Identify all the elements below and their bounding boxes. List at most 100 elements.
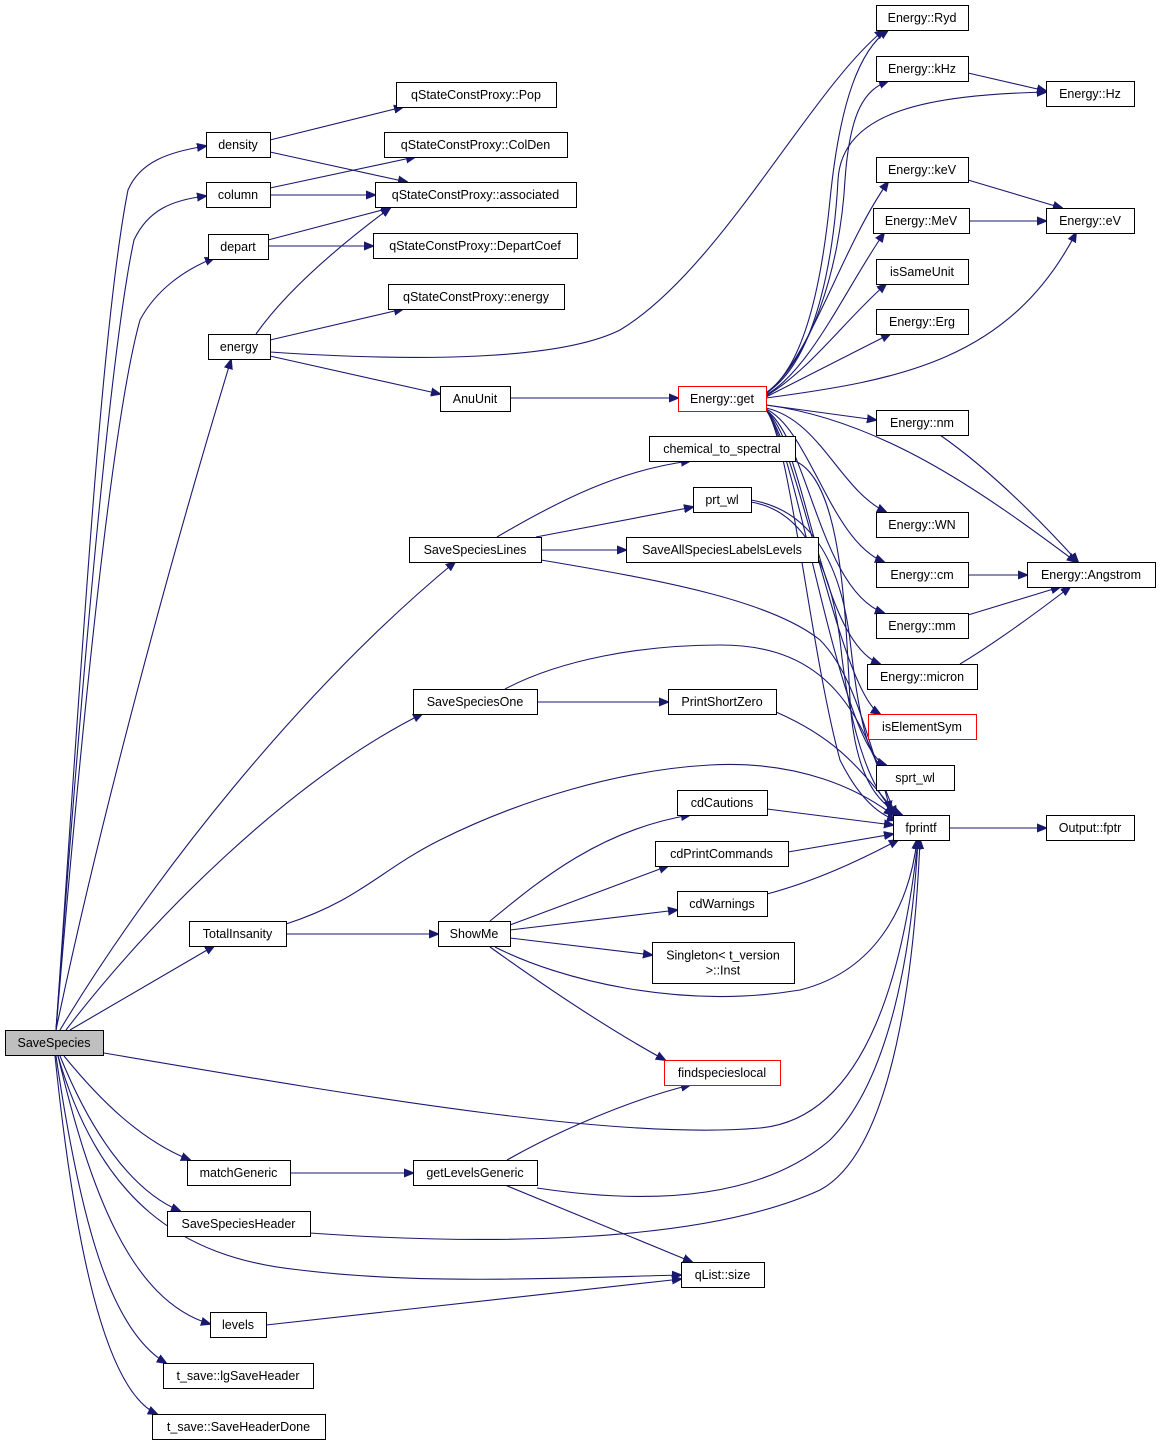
node-prt_wl[interactable]: prt_wl [693,487,752,513]
node-micron[interactable]: Energy::micron [867,664,978,690]
node-box [1027,562,1156,588]
node-fprintf[interactable]: fprintf [893,815,950,841]
node-box [876,765,955,791]
node-pop[interactable]: qStateConstProxy::Pop [396,82,557,108]
node-ev[interactable]: Energy::eV [1046,208,1135,234]
node-box [868,714,977,740]
node-label: SaveSpeciesHeader [182,1217,296,1231]
node-saveheaderdone[interactable]: t_save::SaveHeaderDone [152,1414,326,1440]
node-label: levels [222,1318,254,1332]
node-totalinsanity[interactable]: TotalInsanity [189,921,287,947]
node-mev[interactable]: Energy::MeV [873,208,970,234]
node-singleton[interactable]: Singleton< t_version>::Inst [652,942,795,984]
node-label: Energy::Ryd [888,11,957,25]
node-box [409,537,542,563]
node-label: prt_wl [705,493,738,507]
node-cm[interactable]: Energy::cm [876,562,969,588]
node-issameunit[interactable]: isSameUnit [876,259,969,285]
node-eget[interactable]: Energy::get [678,386,767,412]
node-box [677,790,768,816]
node-sprt_wl[interactable]: sprt_wl [876,765,955,791]
node-box [678,386,767,412]
node-lgsaveheader[interactable]: t_save::lgSaveHeader [163,1363,314,1389]
node-box [876,157,969,183]
node-energy[interactable]: energy [208,334,271,360]
node-box [876,613,969,639]
edge-energy-to-anuunit [269,355,440,394]
node-departcoef[interactable]: qStateConstProxy::DepartCoef [373,233,578,259]
edge-levels-to-qlistsize [265,1279,681,1326]
node-label: Energy::cm [890,568,953,582]
node-hz[interactable]: Energy::Hz [1046,81,1135,107]
node-label: isElementSym [882,720,962,734]
node-saveall[interactable]: SaveAllSpeciesLabelsLevels [626,537,819,563]
node-findspecieslocal[interactable]: findspecieslocal [664,1060,781,1086]
edge-savespeciesheader-to-fprintf [309,840,920,1240]
edge-savespecies-to-lgsaveheader [55,1055,166,1363]
node-savespecies[interactable]: SaveSpecies [5,1030,104,1056]
node-angstrom[interactable]: Energy::Angstrom [1027,562,1156,588]
node-levels[interactable]: levels [210,1312,267,1338]
node-qenergy[interactable]: qStateConstProxy::energy [388,284,565,310]
node-anuunit[interactable]: AnuUnit [440,386,511,412]
edge-eget-to-hz [765,92,1046,394]
node-box [187,1160,291,1186]
node-wn[interactable]: Energy::WN [876,512,969,538]
node-cdprintcommands[interactable]: cdPrintCommands [655,841,789,867]
node-colden[interactable]: qStateConstProxy::ColDen [384,132,568,158]
node-label: qStateConstProxy::energy [403,290,550,304]
node-mm[interactable]: Energy::mm [876,613,969,639]
edge-eget-to-mev [765,233,884,396]
edge-eget-to-mm [765,409,884,613]
node-iselementsym[interactable]: isElementSym [868,714,977,740]
edge-energy-to-qenergy [269,309,403,341]
edge-eget-to-wn [765,407,886,512]
node-box [1046,815,1135,841]
edge-printshortzero-to-fprintf [775,711,898,815]
node-savespecieslines[interactable]: SaveSpeciesLines [409,537,542,563]
node-column[interactable]: column [206,182,271,208]
node-box [388,284,565,310]
node-chem[interactable]: chemical_to_spectral [649,436,796,462]
node-getlevelsgeneric[interactable]: getLevelsGeneric [413,1160,538,1186]
edge-savespecies-to-savespecieslines [59,562,455,1031]
node-box [440,386,511,412]
node-savespeciesone[interactable]: SaveSpeciesOne [413,689,538,715]
node-nm[interactable]: Energy::nm [876,410,969,436]
node-box [189,921,287,947]
node-box [873,208,970,234]
node-savespeciesheader[interactable]: SaveSpeciesHeader [167,1211,311,1237]
edge-savespecies-to-savespeciesheader [59,1055,180,1211]
node-depart[interactable]: depart [208,234,269,260]
edge-getlevelsgeneric-to-qlistsize [504,1184,692,1262]
node-khz[interactable]: Energy::kHz [876,56,969,82]
node-printshortzero[interactable]: PrintShortZero [668,689,777,715]
node-ryd[interactable]: Energy::Ryd [876,5,969,31]
edge-showme-to-findspecieslocal [489,946,665,1060]
node-label: AnuUnit [453,392,498,406]
edge-column-to-colden [269,157,415,189]
node-qlistsize[interactable]: qList::size [681,1262,765,1288]
node-label: TotalInsanity [203,927,273,941]
node-box [413,1160,538,1186]
node-density[interactable]: density [206,132,271,158]
node-cdwarnings[interactable]: cdWarnings [677,891,768,917]
node-label: Energy::get [690,392,754,406]
node-showme[interactable]: ShowMe [438,921,511,947]
node-erg[interactable]: Energy::Erg [876,309,969,335]
node-label: column [218,188,258,202]
edge-chem-to-fprintf [794,460,902,815]
node-label: Output::fptr [1059,821,1122,835]
node-cdcautions[interactable]: cdCautions [677,790,768,816]
node-kev[interactable]: Energy::keV [876,157,969,183]
node-box [664,1060,781,1086]
edge-showme-to-fprintf [494,840,917,997]
node-fptr[interactable]: Output::fptr [1046,815,1135,841]
node-label: depart [220,240,256,254]
edge-savespeciesone-to-fprintf [504,644,890,810]
node-matchgeneric[interactable]: matchGeneric [187,1160,291,1186]
node-box [373,233,578,259]
edges-layer [54,30,1078,1414]
node-associated[interactable]: qStateConstProxy::associated [375,182,577,208]
